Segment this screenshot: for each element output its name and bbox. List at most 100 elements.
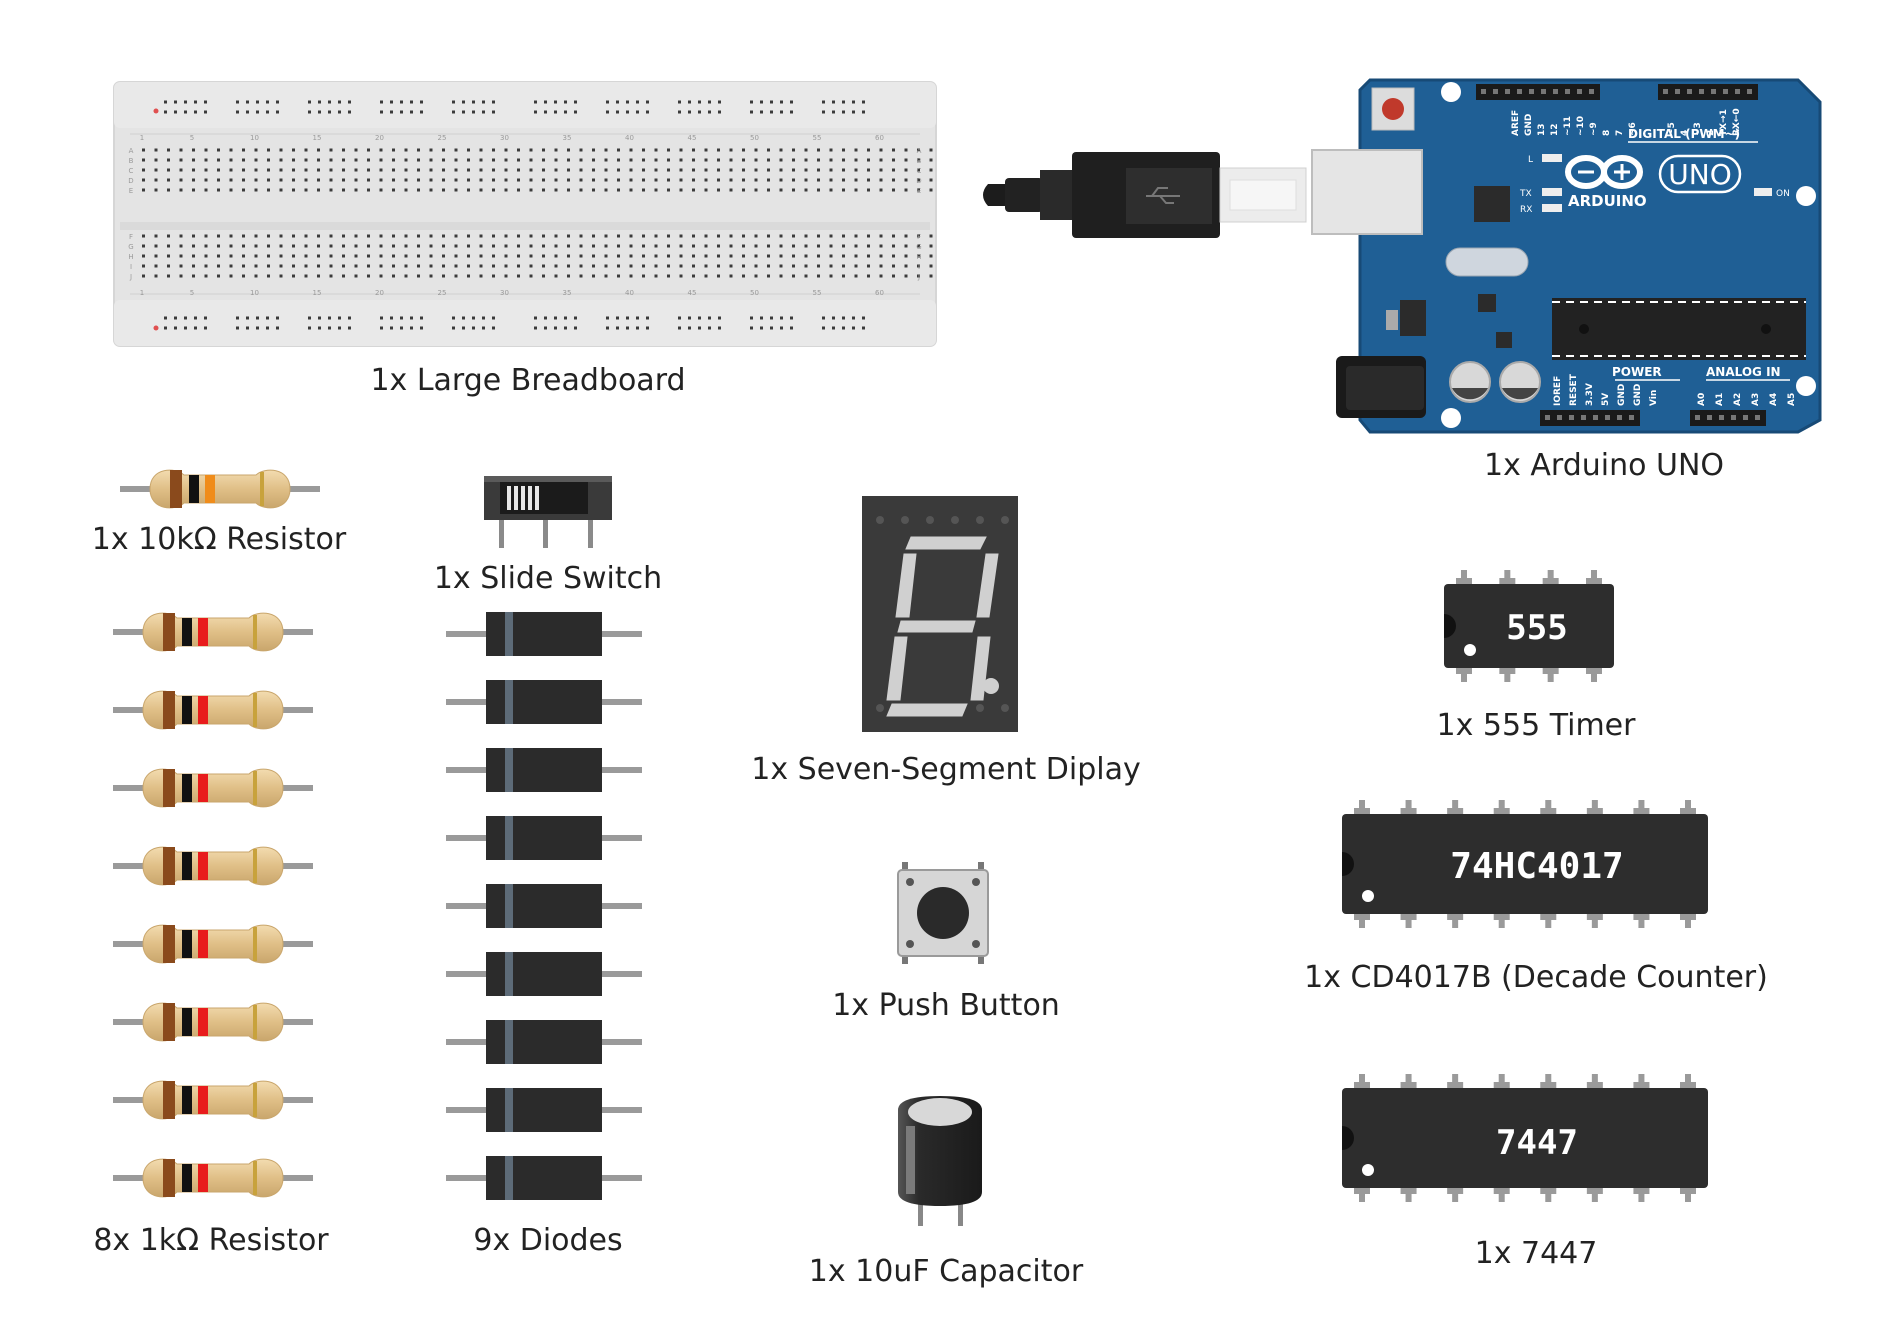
power-rail-marker-icon bbox=[153, 325, 159, 331]
resistors-1k bbox=[113, 612, 313, 1198]
power-pin-label: 3.3V bbox=[1585, 383, 1595, 406]
breadboard-column-number: 15 bbox=[313, 134, 322, 142]
cathode-band bbox=[505, 952, 513, 996]
power-pin-label: Vin bbox=[1649, 390, 1659, 406]
resistor-band bbox=[170, 470, 182, 508]
resistor bbox=[120, 469, 320, 509]
resistor-band bbox=[253, 849, 257, 883]
resistor-band bbox=[182, 774, 192, 802]
cathode-band bbox=[505, 884, 513, 928]
power-pin-label: IOREF bbox=[1553, 376, 1563, 406]
resistor-10k bbox=[120, 469, 320, 509]
diode bbox=[446, 680, 642, 724]
breadboard: 1155101015152020252530303535404045455050… bbox=[113, 81, 937, 347]
pin1-dot bbox=[1362, 1164, 1374, 1176]
digital-pin-label: 12 bbox=[1550, 123, 1560, 136]
breadboard-row-letter: J bbox=[129, 273, 132, 281]
analog-pin-label: A1 bbox=[1715, 393, 1725, 406]
label-555-timer: 1x 555 Timer bbox=[1436, 708, 1636, 743]
led-label-tx: TX bbox=[1519, 189, 1532, 199]
breadboard-row-letter: G bbox=[128, 243, 133, 251]
breadboard-holes bbox=[142, 100, 933, 330]
breadboard-column-number: 60 bbox=[875, 134, 884, 142]
digital-pin-label: AREF bbox=[1511, 110, 1521, 136]
analog-pin-label: A3 bbox=[1751, 393, 1761, 406]
resistor-band bbox=[163, 769, 175, 807]
breadboard-row-letter: I bbox=[130, 263, 132, 271]
breadboard-row-letter: I bbox=[918, 263, 920, 271]
ic-7447 bbox=[1342, 1074, 1708, 1202]
resistor-band bbox=[198, 930, 208, 958]
digital-pin-label: 2 bbox=[1706, 130, 1716, 136]
digital-pin-label: GND bbox=[1524, 114, 1534, 136]
breadboard-labels: 1155101015152020252530303535404045455050… bbox=[128, 134, 921, 297]
resistor bbox=[113, 768, 313, 808]
breadboard-column-number: 15 bbox=[313, 289, 322, 297]
analog-pin-label: A2 bbox=[1733, 393, 1743, 406]
resistor-band bbox=[182, 1164, 192, 1192]
resistor-band bbox=[253, 693, 257, 727]
breadboard-row-letter: F bbox=[129, 233, 133, 241]
resistor-band bbox=[189, 475, 199, 503]
resistor-band bbox=[182, 1086, 192, 1114]
cathode-band bbox=[505, 1088, 513, 1132]
resistor-band bbox=[163, 1003, 175, 1041]
resistor-band bbox=[198, 774, 208, 802]
digital-pin-label: 13 bbox=[1537, 123, 1547, 136]
breadboard-row-letter: E bbox=[129, 187, 133, 195]
resistor-band bbox=[163, 1159, 175, 1197]
cathode-band bbox=[505, 816, 513, 860]
resistor-band bbox=[182, 696, 192, 724]
resistor-band bbox=[253, 1161, 257, 1195]
usb-icon bbox=[1146, 187, 1180, 204]
resistor bbox=[113, 612, 313, 652]
resistor-band bbox=[198, 1164, 208, 1192]
resistor-band bbox=[163, 613, 175, 651]
breadboard-column-number: 45 bbox=[688, 134, 697, 142]
arduino-infinity-logo-icon bbox=[1565, 155, 1643, 189]
resistor-band bbox=[253, 1083, 257, 1117]
diode bbox=[446, 816, 642, 860]
arduino-brand: ARDUINO bbox=[1568, 192, 1647, 210]
resistor bbox=[113, 1002, 313, 1042]
breadboard-column-number: 50 bbox=[750, 289, 759, 297]
breadboard-column-number: 10 bbox=[250, 289, 259, 297]
power-analog-headers bbox=[1540, 410, 1766, 426]
digit-segments bbox=[886, 536, 999, 717]
label-7447: 1x 7447 bbox=[1474, 1236, 1598, 1271]
ic-555-timer bbox=[1444, 570, 1614, 682]
breadboard-column-number: 30 bbox=[500, 134, 509, 142]
resistor-band bbox=[163, 691, 175, 729]
resistor-band bbox=[198, 618, 208, 646]
resistor-band bbox=[198, 852, 208, 880]
diode bbox=[446, 1020, 642, 1064]
diode bbox=[446, 1156, 642, 1200]
breadboard-column-number: 40 bbox=[625, 134, 634, 142]
push-button bbox=[897, 862, 989, 964]
breadboard-column-number: 50 bbox=[750, 134, 759, 142]
resistor-band bbox=[163, 847, 175, 885]
digital-pin-label: 7 bbox=[1615, 130, 1625, 136]
resistor-band bbox=[205, 475, 215, 503]
power-pin-label: GND bbox=[1617, 384, 1627, 406]
diode bbox=[446, 612, 642, 656]
resistor-band bbox=[182, 618, 192, 646]
breadboard-column-number: 35 bbox=[563, 134, 572, 142]
breadboard-column-number: 5 bbox=[190, 134, 194, 142]
resistor-band bbox=[163, 1081, 175, 1119]
resistor bbox=[113, 1080, 313, 1120]
led-label-rx: RX bbox=[1520, 205, 1532, 215]
breadboard-row-letter: H bbox=[128, 253, 133, 261]
label-decade-counter: 1x CD4017B (Decade Counter) bbox=[1304, 960, 1768, 995]
power-pin-label: GND bbox=[1633, 384, 1643, 406]
breadboard-column-number: 35 bbox=[563, 289, 572, 297]
breadboard-row-letter: D bbox=[128, 177, 133, 185]
diode bbox=[446, 952, 642, 996]
label-resistor-10k: 1x 10kΩ Resistor bbox=[91, 522, 347, 557]
breadboard-column-number: 1 bbox=[140, 289, 144, 297]
led-label-l: L bbox=[1528, 155, 1533, 165]
